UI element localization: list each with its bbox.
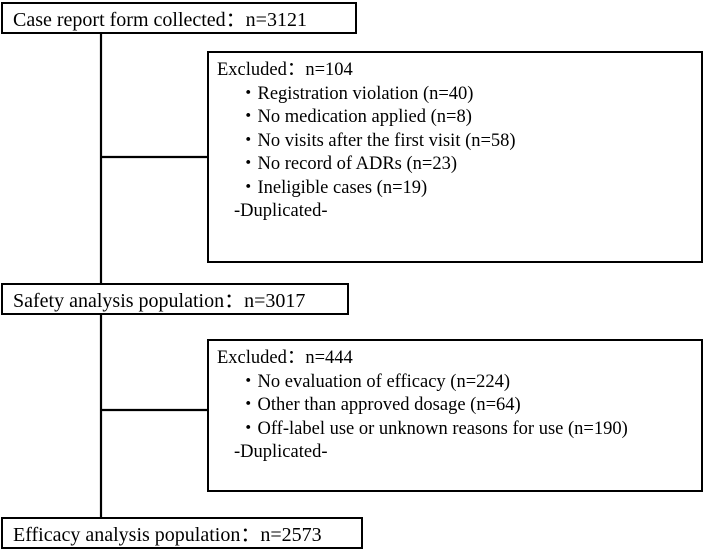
exclusion-2-item: ・Other than approved dosage (n=64) — [239, 395, 521, 415]
efficacy-population-box: Efficacy analysis population：n=2573 — [1, 517, 363, 549]
exclusion-2-item: ・Off-label use or unknown reasons for us… — [239, 418, 628, 439]
exclusion-1-title: Excluded：n=104 — [217, 60, 353, 80]
exclusion-1-note: -Duplicated- — [234, 201, 328, 221]
exclusion-1-item: ・No medication applied (n=8) — [239, 107, 472, 127]
case-report-collected-box: Case report form collected：n=3121 — [1, 2, 357, 34]
exclusion-1-item: ・No record of ADRs (n=23) — [239, 154, 458, 174]
exclusion-1-item: ・Ineligible cases (n=19) — [239, 177, 428, 198]
exclusion-box-2: Excluded：n=444 ・No evaluation of efficac… — [207, 339, 703, 492]
exclusion-2-title: Excluded：n=444 — [217, 348, 353, 368]
exclusion-1-item: ・Registration violation (n=40) — [239, 83, 474, 104]
safety-population-box: Safety analysis population：n=3017 — [1, 283, 349, 315]
exclusion-1-item: ・No visits after the first visit (n=58) — [239, 130, 516, 151]
exclusion-box-1: Excluded：n=104 ・Registration violation (… — [207, 51, 703, 263]
exclusion-1-list: ・Registration violation (n=40) ・No medic… — [217, 83, 693, 201]
exclusion-2-note: -Duplicated- — [234, 442, 328, 462]
exclusion-2-list: ・No evaluation of efficacy (n=224) ・Othe… — [217, 371, 693, 442]
exclusion-2-item: ・No evaluation of efficacy (n=224) — [239, 371, 511, 392]
